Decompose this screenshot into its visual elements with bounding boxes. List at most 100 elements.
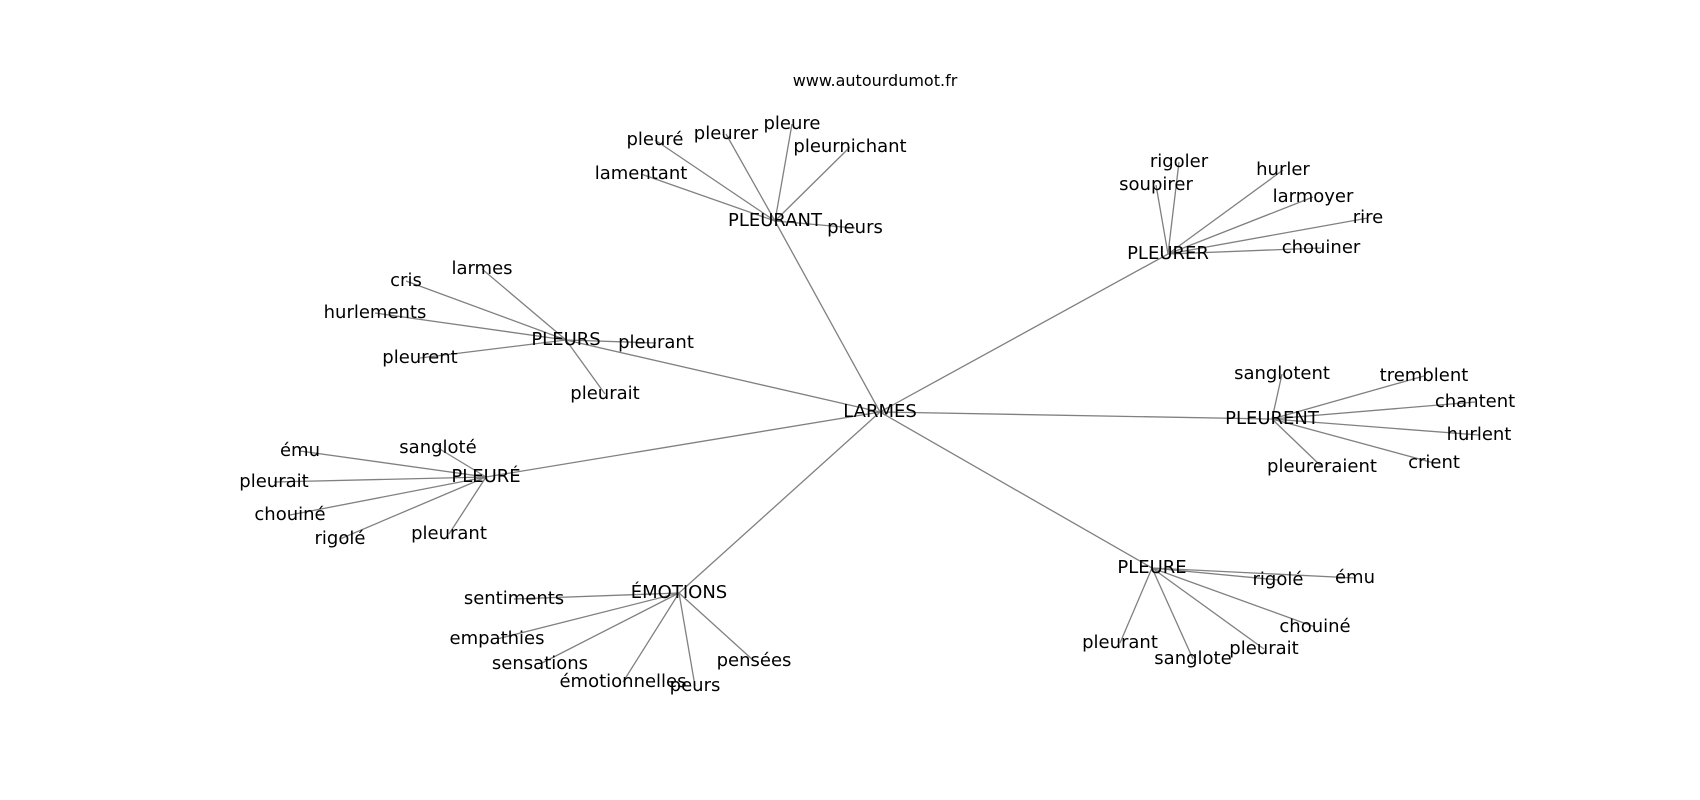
node-chouine[interactable]: chouiné — [254, 504, 325, 525]
node-larmoyer[interactable]: larmoyer — [1273, 186, 1354, 207]
edge-pleurs-pleurant — [565, 339, 657, 344]
node-peurs[interactable]: peurs — [670, 675, 721, 696]
edge-pleurer-chouiner — [1167, 247, 1322, 255]
edge-pleurant-pleure — [774, 123, 793, 222]
edge-pleurer-rire — [1167, 217, 1369, 255]
edge-pleurent-crient — [1271, 418, 1435, 464]
node-pleure[interactable]: PLEURÉ — [451, 465, 520, 487]
node-hurler[interactable]: hurler — [1256, 159, 1310, 180]
node-crient[interactable]: crient — [1408, 452, 1460, 473]
edge-pleurent-pleureraient — [1271, 418, 1323, 468]
edge-larmes-pleurant — [774, 220, 881, 413]
node-emotionnelles[interactable]: émotionnelles — [559, 671, 686, 692]
node-pleure[interactable]: PLEURE — [1117, 557, 1186, 578]
node-hurlent[interactable]: hurlent — [1447, 424, 1512, 445]
node-soupirer[interactable]: soupirer — [1119, 174, 1193, 195]
node-pleurs[interactable]: pleurs — [827, 217, 883, 238]
node-sentiments[interactable]: sentiments — [464, 588, 564, 609]
node-chouine2[interactable]: chouiné — [1279, 616, 1350, 637]
edge-pleurer-rigoler — [1167, 161, 1180, 255]
node-pleurait2[interactable]: pleurait — [239, 471, 308, 492]
node-pleurant2[interactable]: pleurant — [411, 523, 487, 544]
edge-pleure-sanglote — [1151, 567, 1194, 660]
edge-pleure-chouine2 — [1151, 567, 1316, 628]
edge-pleurs-larmes — [481, 268, 567, 341]
edge-larmes-pleure — [485, 411, 881, 478]
edge-pleurant-pleurnichant — [774, 146, 851, 222]
node-pleurant[interactable]: PLEURANT — [728, 210, 823, 231]
node-sanglotent[interactable]: sanglotent — [1234, 363, 1330, 384]
node-rigole2[interactable]: rigolé — [1253, 569, 1304, 590]
node-cris[interactable]: cris — [390, 270, 422, 291]
node-pleurer[interactable]: PLEURER — [1127, 243, 1209, 264]
edge-pleure-pleurait2 — [273, 476, 487, 483]
edge-pleure-rigole — [339, 476, 487, 540]
edge-pleure-emut2 — [1151, 567, 1356, 579]
node-rire[interactable]: rire — [1353, 207, 1383, 228]
node-empathies[interactable]: empathies — [450, 628, 545, 649]
edge-emotions-sentiments — [513, 592, 680, 600]
node-pleurent[interactable]: pleurent — [382, 347, 457, 368]
edge-larmes-pleure — [879, 411, 1153, 569]
edge-pleurent-chantent — [1271, 401, 1476, 420]
node-emut[interactable]: ému — [280, 440, 320, 461]
node-lamentant[interactable]: lamentant — [595, 163, 688, 184]
node-sanglote[interactable]: sangloté — [399, 437, 476, 458]
node-pleureraient[interactable]: pleureraient — [1267, 456, 1377, 477]
edge-pleure-pleurait3 — [1151, 567, 1265, 650]
graph-edges — [273, 123, 1480, 687]
node-pensees[interactable]: pensées — [717, 650, 792, 671]
node-pleure[interactable]: pleuré — [627, 129, 684, 150]
edge-emotions-pensees — [678, 592, 755, 662]
edge-pleurent-sanglotent — [1271, 373, 1283, 420]
edge-pleure-sanglote — [437, 447, 487, 478]
edge-pleure-rigole2 — [1151, 567, 1279, 581]
node-emut2[interactable]: ému — [1335, 567, 1375, 588]
edge-pleurent-hurlent — [1271, 418, 1480, 436]
node-larmes[interactable]: larmes — [451, 258, 512, 279]
edge-larmes-emotions — [678, 411, 881, 594]
node-sanglote[interactable]: sanglote — [1154, 648, 1231, 669]
node-rigole[interactable]: rigolé — [315, 528, 366, 549]
node-pleurait3[interactable]: pleurait — [1229, 638, 1298, 659]
node-pleurait[interactable]: pleurait — [570, 383, 639, 404]
edge-pleurer-hurler — [1167, 169, 1284, 255]
edge-pleurant-pleurer — [725, 133, 776, 222]
node-rigoler[interactable]: rigoler — [1150, 151, 1209, 172]
edge-pleurs-pleurait — [565, 339, 606, 395]
edge-pleure-chouine — [289, 476, 487, 516]
edge-larmes-pleurs — [565, 339, 881, 413]
edge-emotions-sensations — [539, 592, 680, 665]
node-pleurant[interactable]: pleurant — [618, 332, 694, 353]
node-chouiner[interactable]: chouiner — [1282, 237, 1361, 258]
edge-pleure-emut — [299, 450, 487, 478]
node-sensations[interactable]: sensations — [492, 653, 588, 674]
node-emotions[interactable]: ÉMOTIONS — [631, 581, 727, 603]
edge-pleurant-lamentant — [640, 173, 776, 222]
edge-larmes-pleurent — [879, 411, 1273, 420]
node-pleurnichant[interactable]: pleurnichant — [793, 136, 906, 157]
edge-larmes-pleurer — [879, 253, 1169, 413]
edge-pleure-pleurant3 — [1119, 567, 1153, 644]
edge-pleurs-pleurent — [419, 339, 567, 359]
site-url: www.autourdumot.fr — [792, 71, 958, 90]
edge-pleurs-cris — [405, 280, 567, 341]
node-pleurant3[interactable]: pleurant — [1082, 632, 1158, 653]
edge-pleurant-pleure — [654, 139, 776, 222]
node-pleurs[interactable]: PLEURS — [531, 329, 600, 350]
node-pleure[interactable]: pleure — [764, 113, 821, 134]
edge-pleurant-pleurs — [774, 220, 856, 229]
node-hurlements[interactable]: hurlements — [324, 302, 427, 323]
node-tremblent[interactable]: tremblent — [1380, 365, 1469, 386]
graph-labels: LARMES PLEURANT PLEURER PLEURS PLEURENT PLEUR… — [239, 113, 1515, 696]
edge-pleurer-larmoyer — [1167, 196, 1314, 255]
node-larmes[interactable]: LARMES — [843, 401, 917, 422]
node-pleurer[interactable]: pleurer — [694, 123, 759, 144]
edge-emotions-empathies — [496, 592, 680, 640]
node-chantent[interactable]: chantent — [1435, 391, 1515, 412]
node-pleurent[interactable]: PLEURENT — [1225, 408, 1320, 429]
edge-pleurer-soupirer — [1155, 184, 1169, 255]
edge-pleure-pleurant2 — [448, 476, 487, 535]
edge-emotions-emotionnelles — [622, 592, 680, 683]
